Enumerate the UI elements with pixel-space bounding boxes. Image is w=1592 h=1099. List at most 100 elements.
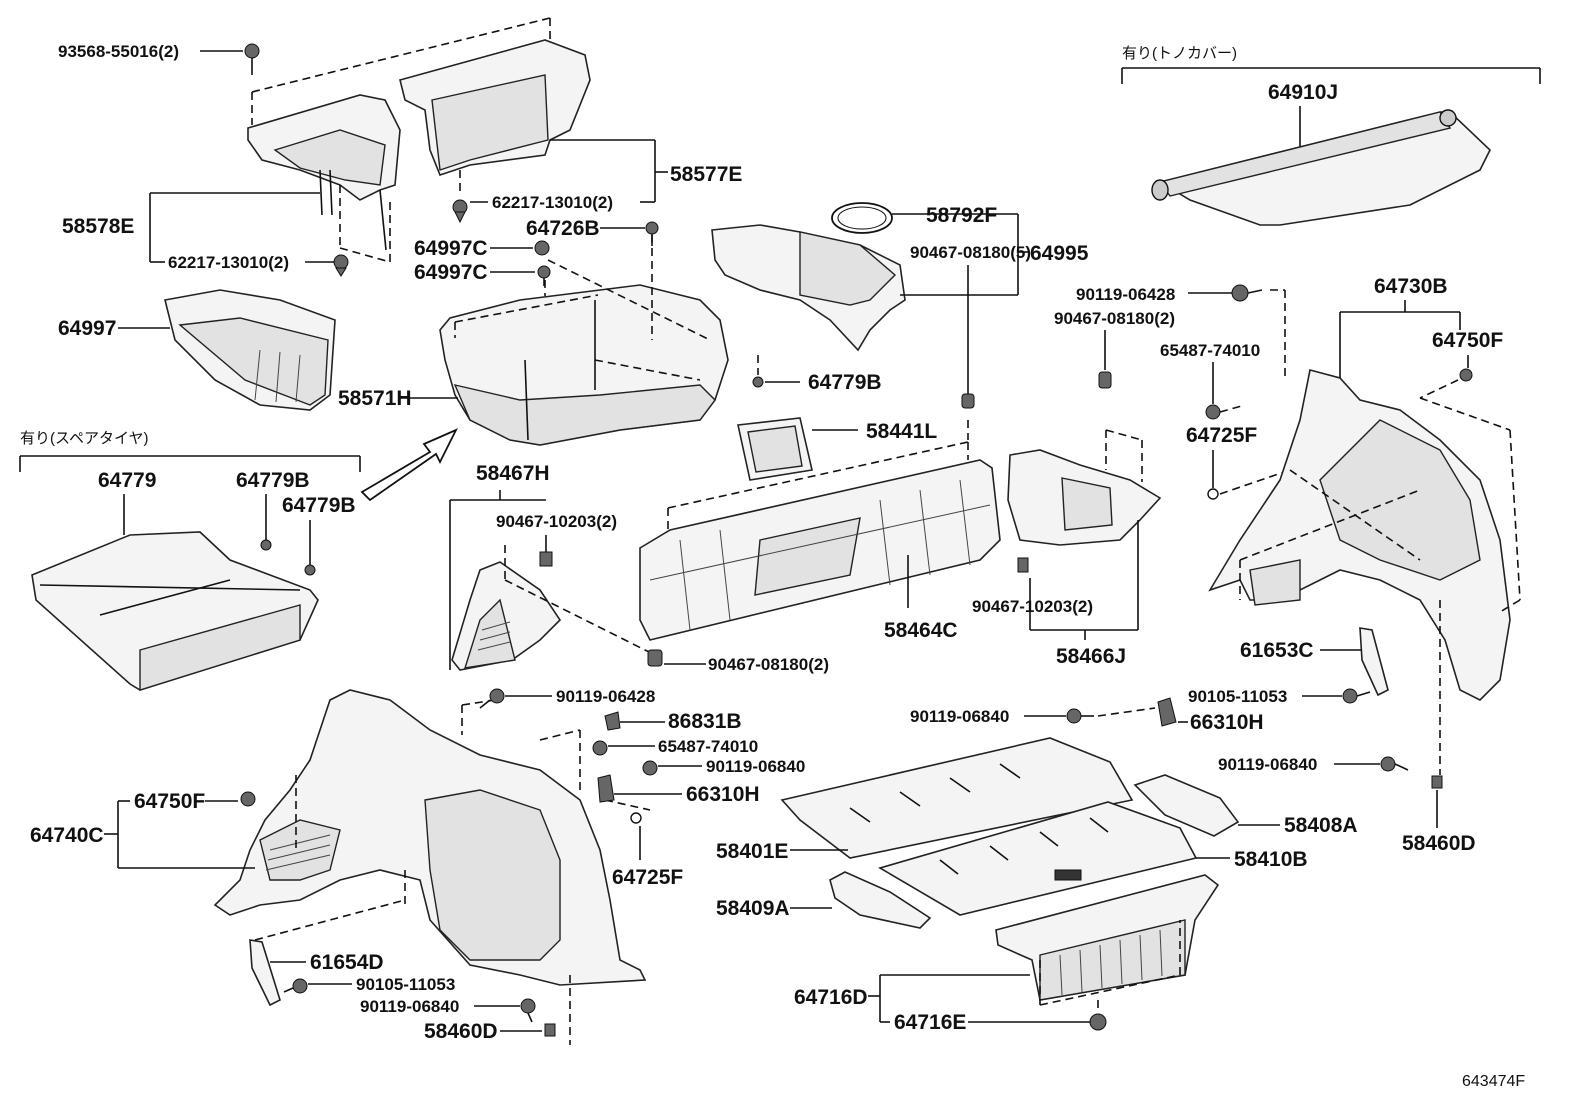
part-61653C-bracket [1359, 627, 1389, 697]
part-58408A-board [1133, 774, 1240, 837]
diagram-id: 643474F [1462, 1073, 1525, 1090]
part-label: 90467-10203(2) [972, 597, 1093, 616]
part-label: 90119-06840 [706, 757, 805, 776]
part-58410B-board [877, 801, 1198, 916]
part-label: 58464C [884, 619, 958, 642]
fastener-icon [244, 43, 260, 75]
part-label: 65487-74010 [1160, 341, 1260, 360]
part-label: 58460D [1402, 832, 1476, 855]
part-label: 90119-06840 [1218, 755, 1317, 774]
part-label: 64779 [98, 469, 156, 492]
bolt-icon [642, 760, 658, 776]
part-label: 64997C [414, 261, 488, 284]
bolt-icon [1342, 688, 1371, 704]
part-label: 64740C [30, 824, 104, 847]
part-label: 90105-11053 [356, 975, 455, 994]
clip-icon [961, 380, 975, 409]
part-label: 90105-11053 [1188, 687, 1287, 706]
part-label: 90467-10203(2) [496, 512, 617, 531]
clip-icon [1089, 1000, 1107, 1031]
part-label: 62217-13010(2) [492, 193, 613, 212]
part-label: 90467-08180(2) [708, 655, 829, 674]
part-label: 64910J [1268, 81, 1338, 104]
part-label: 90119-06840 [360, 997, 459, 1016]
part-64779-board [31, 531, 319, 691]
part-label: 65487-74010 [658, 737, 758, 756]
clip-icon [1017, 557, 1029, 573]
part-label: 64730B [1374, 275, 1448, 298]
bolt-icon [1066, 708, 1094, 724]
clip-icon [534, 240, 550, 256]
part-label: 64716E [894, 1011, 966, 1034]
part-label: 90467-08180(2) [1054, 309, 1175, 328]
part-label: 64725F [1186, 424, 1257, 447]
part-label: 58409A [716, 897, 790, 920]
clip-icon [604, 711, 621, 731]
part-64910J-cover [1151, 109, 1491, 226]
part-label: 62217-13010(2) [168, 253, 289, 272]
clip-icon [452, 199, 468, 224]
part-66310H-clip [1157, 697, 1177, 727]
part-66310H-clip [597, 774, 615, 803]
part-label: 64725F [612, 866, 683, 889]
part-label: 66310H [1190, 711, 1264, 734]
part-label: 64750F [134, 790, 205, 813]
part-label: 58792F [926, 204, 997, 227]
clip-icon [630, 812, 642, 824]
part-label: 58410B [1234, 848, 1308, 871]
part-label: 58571H [338, 387, 412, 410]
clip-icon [645, 221, 659, 246]
part-64740C-trim [213, 689, 647, 986]
part-64716D-tray [995, 874, 1220, 1001]
part-64997-tray [164, 289, 336, 411]
clip-icon [333, 254, 349, 277]
clip-icon [752, 376, 764, 388]
part-58409A-board [829, 871, 932, 929]
clip-icon [537, 265, 551, 286]
option-note: 有り(トノカバー) [1122, 45, 1237, 62]
part-label: 64997 [58, 317, 116, 340]
part-label: 64726B [526, 217, 600, 240]
clip-icon [240, 791, 256, 807]
part-label: 58466J [1056, 645, 1126, 668]
part-label: 64779B [236, 469, 310, 492]
part-label: 61654D [310, 951, 384, 974]
part-label: 90119-06428 [556, 687, 655, 706]
part-label: 64997C [414, 237, 488, 260]
part-label: 58577E [670, 163, 742, 186]
part-label: 64779B [282, 494, 356, 517]
clip-icon [544, 1023, 556, 1037]
bolt-icon [1231, 284, 1263, 302]
part-58401E-board [780, 737, 1134, 859]
part-label: 58578E [62, 215, 134, 238]
part-label: 58408A [1284, 814, 1358, 837]
clip-icon [1207, 488, 1219, 500]
part-label: 64716D [794, 986, 868, 1009]
part-58577E-box [399, 39, 591, 176]
arrow-icon [360, 428, 458, 502]
part-label: 90119-06428 [1076, 285, 1175, 304]
part-58464C-panel [639, 459, 1001, 641]
part-label: 61653C [1240, 639, 1314, 662]
part-58578E-box [247, 94, 401, 251]
clip-icon [1459, 368, 1473, 382]
part-label: 86831B [668, 710, 742, 733]
part-label: 93568-55016(2) [58, 42, 179, 61]
clip-icon [1098, 371, 1112, 389]
bolt-icon [1380, 756, 1409, 772]
part-label: 58460D [424, 1020, 498, 1043]
part-label: 64750F [1432, 329, 1503, 352]
part-58441L-plate [737, 417, 813, 481]
part-label: 58441L [866, 420, 937, 443]
clip-icon [304, 564, 316, 576]
part-58571H-tub [439, 284, 729, 446]
clip-icon [1205, 404, 1221, 420]
clip-icon [260, 539, 272, 551]
part-label: 64995 [1030, 242, 1089, 265]
clip-icon [539, 551, 553, 567]
clip-icon [647, 649, 663, 667]
part-58466J-trim [1007, 449, 1162, 546]
option-note: 有り(スペアタイヤ) [20, 430, 149, 447]
part-label: 58467H [476, 462, 550, 485]
bolt-icon [283, 978, 308, 994]
